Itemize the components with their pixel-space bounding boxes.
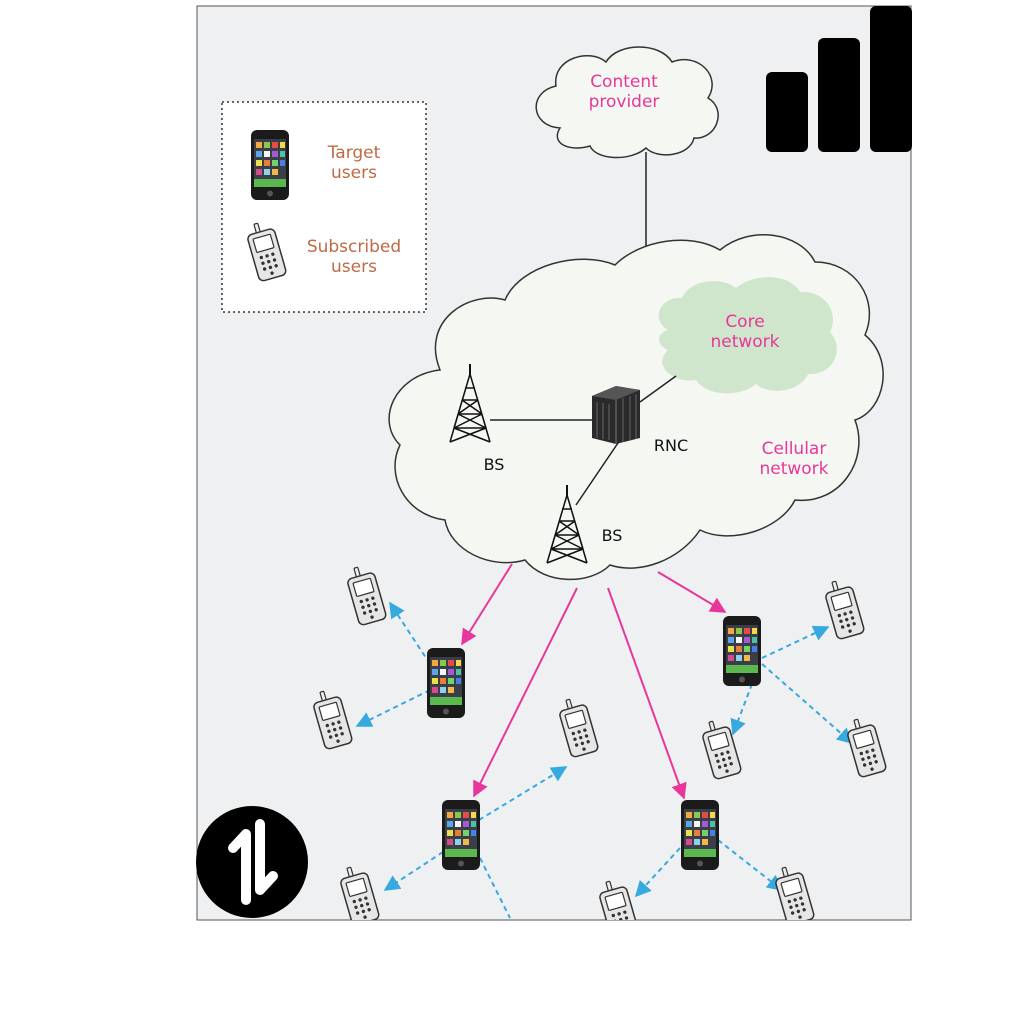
legend-subscribed-line2: users xyxy=(331,257,377,277)
cellular-network-line1: Cellular xyxy=(762,439,827,459)
legend-target-line1: Target xyxy=(327,143,381,163)
share-link xyxy=(761,625,830,659)
core-network-cloud: Core network xyxy=(658,277,837,394)
sharing-links xyxy=(355,601,854,919)
downlink-arrow xyxy=(461,563,513,646)
rnc-label: RNC xyxy=(654,436,688,455)
share-link xyxy=(761,663,854,745)
share-link xyxy=(355,689,431,727)
smartphone-icon xyxy=(723,616,761,686)
content-provider-line2: provider xyxy=(589,92,660,112)
bs-label-1: BS xyxy=(484,455,505,474)
content-provider-cloud: Content provider xyxy=(535,46,719,159)
smartphone-icon xyxy=(427,648,465,718)
bs2-rnc-link xyxy=(575,439,621,506)
legend-subscribed-line1: Subscribed xyxy=(307,237,401,257)
transfer-arrows-icon xyxy=(196,806,308,918)
core-network-line1: Core xyxy=(725,312,764,332)
core-network-line2: network xyxy=(710,332,779,352)
share-link xyxy=(383,851,444,891)
share-link xyxy=(479,857,511,919)
downlink-arrow xyxy=(607,587,687,800)
share-link xyxy=(634,847,681,898)
legend-smartphone-icon xyxy=(251,130,289,200)
rnc-core-link xyxy=(639,375,677,403)
share-link xyxy=(478,766,568,821)
legend: Target users Subscribed users xyxy=(221,101,427,313)
smartphone-icon xyxy=(442,800,480,870)
smartphone-icon xyxy=(681,800,719,870)
content-provider-line1: Content xyxy=(590,72,658,92)
downlink-arrows xyxy=(461,563,727,800)
signal-bars-icon xyxy=(766,6,912,152)
downlink-arrow xyxy=(657,571,727,613)
share-link xyxy=(389,601,431,665)
share-link xyxy=(717,839,784,891)
legend-target-line2: users xyxy=(331,163,377,183)
bs-label-2: BS xyxy=(602,526,623,545)
cellular-network-line2: network xyxy=(759,459,828,479)
server-rack-icon xyxy=(592,386,640,444)
downlink-arrow xyxy=(473,587,578,798)
